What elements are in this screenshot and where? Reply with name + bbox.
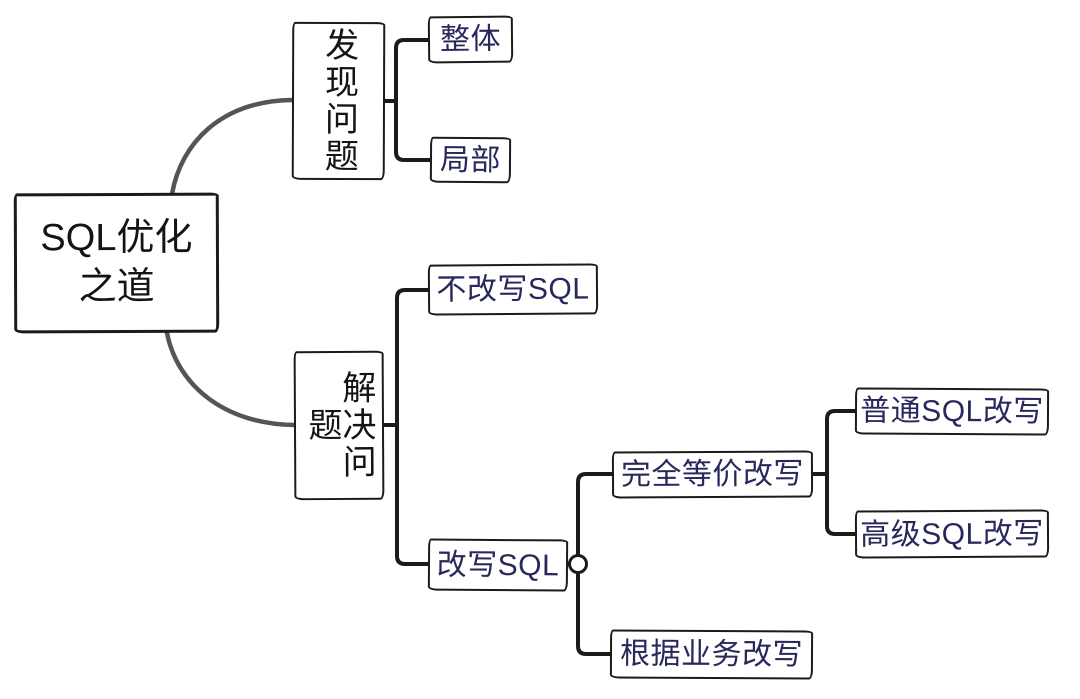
node-discover-problem-label: 发现问题 [319, 26, 358, 176]
node-business-based-rewrite[interactable]: 根据业务改写 [609, 629, 814, 680]
node-whole-label: 整体 [439, 22, 502, 57]
node-advanced-sql-rewrite-label: 高级SQL改写 [860, 517, 1044, 551]
node-whole[interactable]: 整体 [427, 15, 514, 64]
node-ordinary-sql-rewrite-label: 普通SQL改写 [860, 394, 1044, 429]
node-root[interactable]: SQL优化 之道 [13, 192, 220, 334]
node-partial-label: 局部 [439, 143, 502, 177]
node-solve-problem[interactable]: 解决问题 [293, 350, 385, 501]
collapse-toggle-icon[interactable] [568, 554, 588, 574]
node-no-rewrite-sql[interactable]: 不改写SQL [427, 263, 599, 316]
node-ordinary-sql-rewrite[interactable]: 普通SQL改写 [854, 387, 1050, 436]
node-partial[interactable]: 局部 [429, 136, 512, 184]
node-fully-equivalent-rewrite[interactable]: 完全等价改写 [611, 450, 814, 499]
node-fully-equivalent-rewrite-label: 完全等价改写 [620, 457, 805, 492]
node-no-rewrite-sql-label: 不改写SQL [436, 272, 590, 307]
connector-equivalent-children [811, 409, 857, 536]
connector-discover-children [383, 38, 432, 162]
connector-root-to-solve [164, 330, 297, 428]
node-business-based-rewrite-label: 根据业务改写 [619, 637, 804, 672]
node-solve-problem-label: 解决问题 [302, 369, 376, 482]
node-rewrite-sql-label: 改写SQL [436, 548, 560, 582]
node-rewrite-sql[interactable]: 改写SQL [427, 538, 569, 592]
node-root-label: SQL优化 之道 [40, 216, 193, 309]
node-advanced-sql-rewrite[interactable]: 高级SQL改写 [854, 509, 1050, 559]
node-discover-problem[interactable]: 发现问题 [291, 21, 386, 181]
connector-root-to-discover [169, 97, 295, 197]
connector-solve-children [382, 288, 430, 566]
